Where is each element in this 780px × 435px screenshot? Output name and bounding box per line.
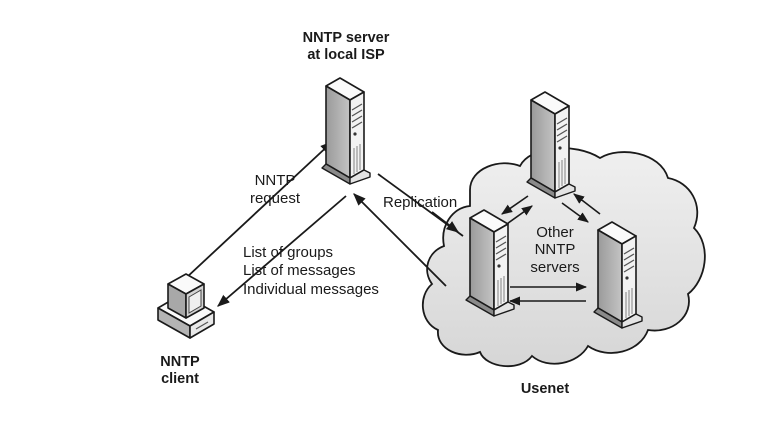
response-label: List of groups List of messages Individu…	[243, 244, 379, 299]
usenet-link-left-top-b	[503, 205, 533, 227]
replication-arrow-from-usenet	[353, 193, 447, 287]
request-label-line2: request	[249, 189, 301, 207]
isp-server-label-line2: at local ISP	[307, 47, 385, 64]
nntp-client-desktop-icon	[157, 273, 215, 339]
other-servers-line1: Other	[536, 224, 574, 241]
isp-server-label-line1: NNTP server	[302, 30, 390, 46]
other-servers-line3: servers	[530, 258, 580, 276]
usenet-link-left-top-a	[501, 195, 529, 215]
request-label-line1: NNTP	[254, 172, 296, 189]
replication-label-pointer	[431, 211, 459, 233]
response-line-groups: List of groups	[243, 244, 334, 261]
response-line-individual: Individual messages	[243, 280, 379, 298]
response-arrow	[217, 195, 347, 307]
usenet-link-top-right-b	[573, 193, 601, 215]
isp-server-tower-icon	[321, 77, 371, 185]
usenet-link-top-right-a	[561, 202, 589, 223]
usenet-label: Usenet	[520, 381, 570, 397]
request-label: NNTP request	[240, 172, 310, 207]
client-label-line1: NNTP	[160, 354, 200, 370]
replication-label: Replication	[383, 194, 458, 211]
isp-server-label: NNTP server at local ISP	[296, 30, 396, 64]
request-arrow	[185, 141, 333, 279]
other-servers-label: Other NNTP servers	[520, 224, 590, 276]
response-line-messages: List of messages	[243, 262, 356, 280]
usenet-server-top-icon	[526, 91, 576, 199]
client-label-line2: client	[161, 371, 199, 388]
client-label: NNTP client	[150, 354, 210, 388]
usenet-server-right-icon	[593, 221, 643, 329]
other-servers-line2: NNTP	[534, 241, 576, 259]
usenet-server-left-icon	[465, 209, 515, 317]
